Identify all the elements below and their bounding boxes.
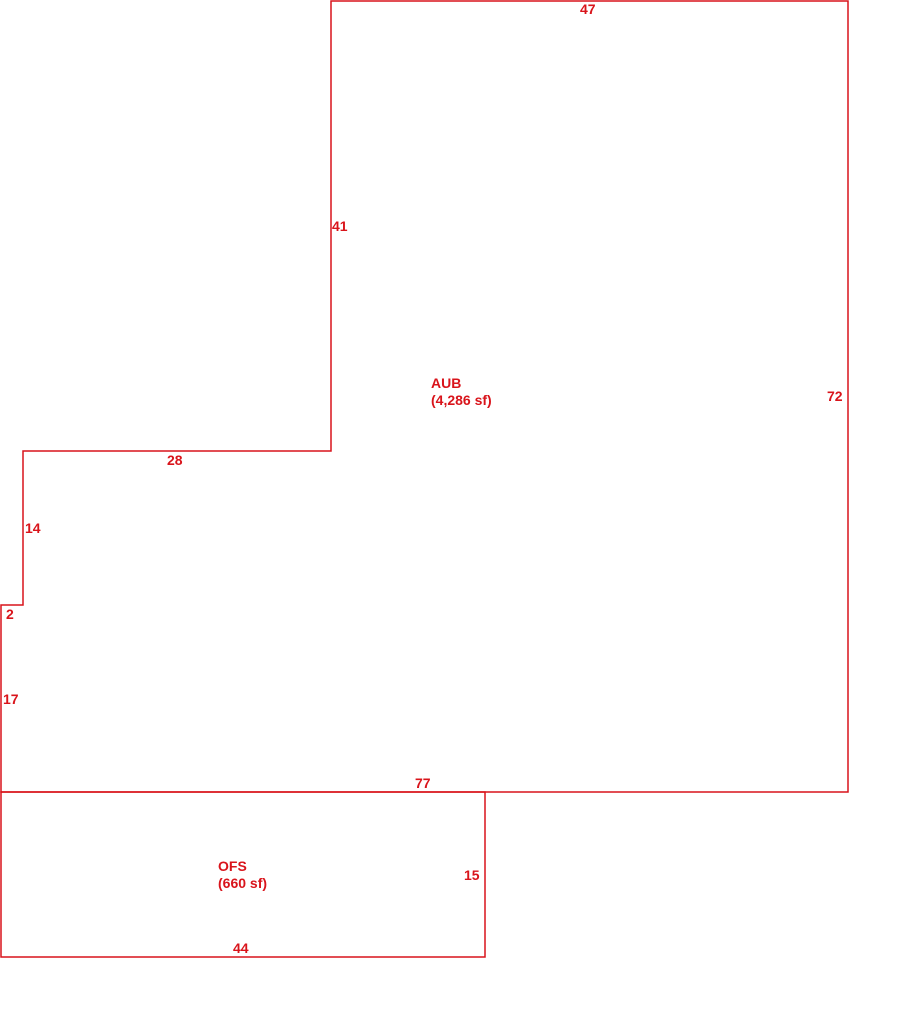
dimension-ofs-bottom: 44	[233, 940, 249, 956]
ofs-outline	[0, 791, 486, 958]
aub-area-code: AUB	[431, 375, 461, 391]
dimension-aub-step: 28	[167, 452, 183, 468]
dimension-ofs-right: 15	[464, 867, 480, 883]
ofs-area-code: OFS	[218, 858, 247, 874]
dimension-aub-jog: 2	[6, 606, 14, 622]
dimension-aub-bottom: 77	[415, 775, 431, 791]
aub-outline	[0, 0, 849, 793]
dimension-aub-upper-left: 41	[332, 218, 348, 234]
dimension-aub-right: 72	[827, 388, 843, 404]
dimension-aub-lower-left: 17	[3, 691, 19, 707]
dimension-aub-top: 47	[580, 1, 596, 17]
dimension-aub-mid-left: 14	[25, 520, 41, 536]
aub-area-size: (4,286 sf)	[431, 392, 492, 408]
ofs-area-size: (660 sf)	[218, 875, 267, 891]
